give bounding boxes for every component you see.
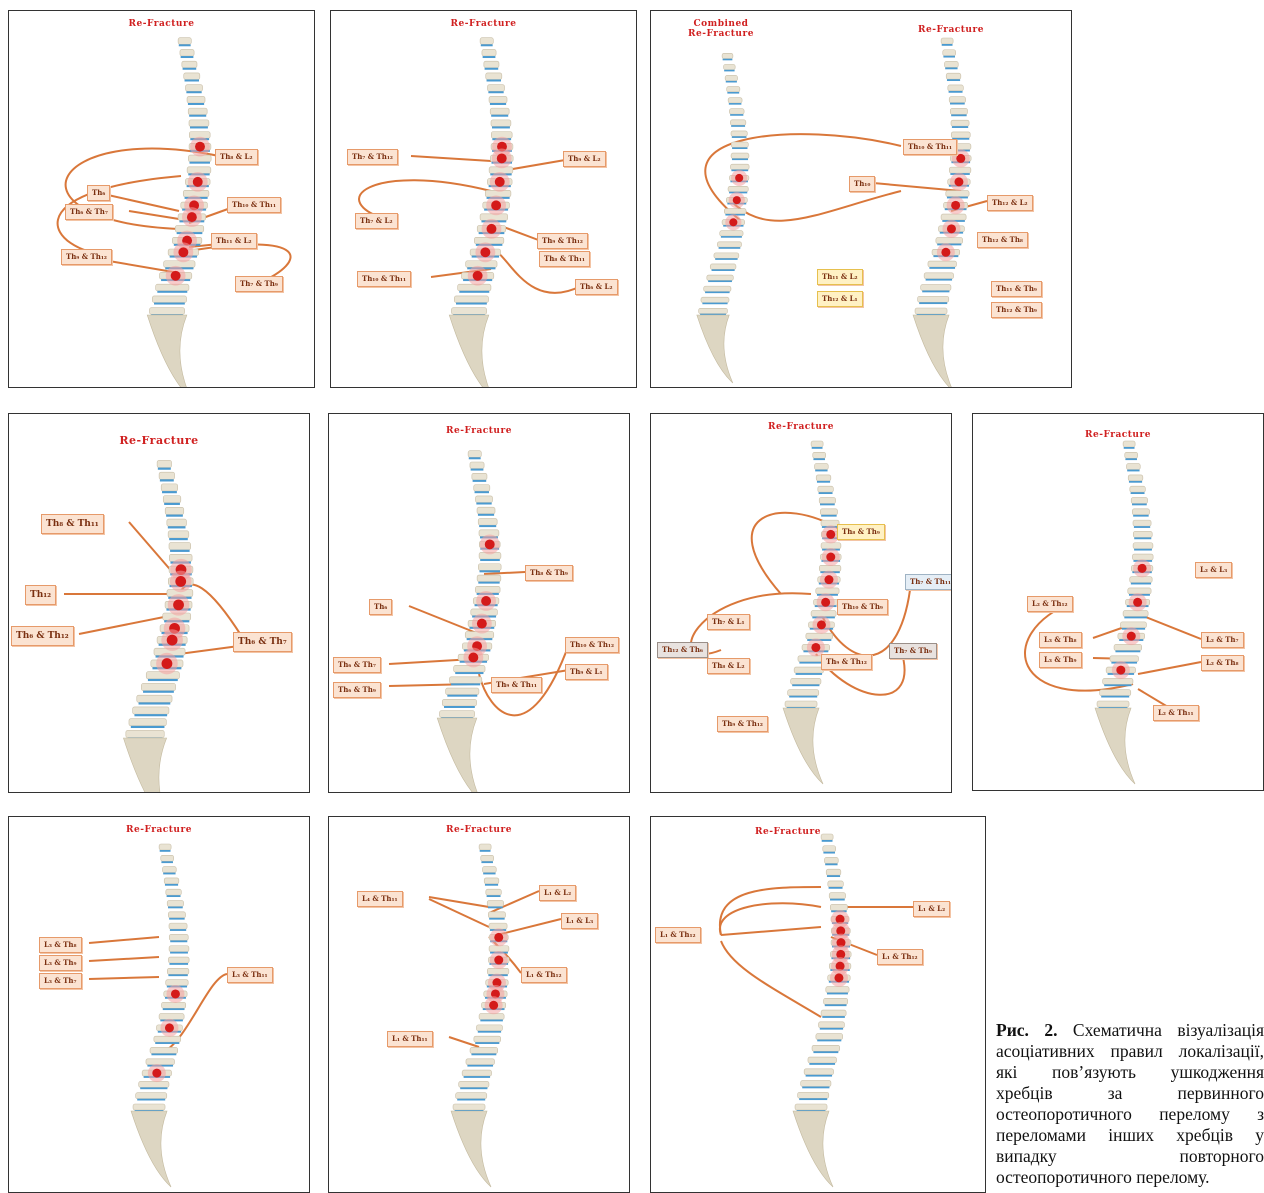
spine-illustration: [9, 817, 309, 1192]
fracture-rule-label: Th₉ & L₂: [563, 151, 606, 167]
fracture-rule-label: L₁ & L₂: [539, 885, 576, 901]
fracture-rule-label: Th₈ & L₂: [707, 658, 750, 674]
fracture-rule-label: L₁ & L₃: [561, 913, 598, 929]
fracture-rule-label: Th₇ & L₁: [707, 614, 750, 630]
fracture-rule-label: Th₈ & Th₁₁: [539, 251, 590, 267]
panel-title: Re-Fracture: [9, 825, 309, 835]
panel-title: Re-Fracture: [9, 434, 309, 447]
fracture-rule-label: Th₁₂ & L₁: [817, 291, 863, 307]
fracture-rule-label: L₃ & Th₇: [39, 973, 82, 989]
panel-title: Re-Fracture: [331, 19, 636, 29]
diagram-panel-3: Combined Re-Fracture Re-Fracture Th₁₀ & …: [650, 10, 1072, 388]
spine-illustration: [329, 817, 629, 1192]
fracture-rule-label: Th₁₁ & Th₉: [991, 281, 1042, 297]
panel-title: Re-Fracture: [650, 827, 985, 837]
fracture-rule-label: Th₈ & Th₉: [837, 524, 885, 540]
panel-title: Re-Fracture: [329, 426, 629, 436]
fracture-rule-label: L₂ & Th₁₂: [1027, 596, 1073, 612]
fracture-rule-label: Th₁₀ & Th₁₁: [903, 139, 957, 155]
fracture-rule-label: L₃ & Th₈: [1039, 632, 1082, 648]
fracture-rule-label: Th₉ & Th₁₂: [537, 233, 588, 249]
fracture-rule-label: Th₆: [369, 599, 392, 615]
fracture-rule-label: Th₇ & Th₉: [235, 276, 283, 292]
caption-text: Схематична візуалізація асоціативних пра…: [996, 1020, 1264, 1187]
diagram-panel-6: Re-Fracture Th₈ & Th₉ Th₇ & Th₁₁ Th₇ & L…: [650, 413, 952, 793]
fracture-rule-label: L₁ & L₂: [913, 901, 950, 917]
fracture-rule-label: Th₉ & L₁: [565, 664, 608, 680]
fracture-rule-label: Th₁₁ & L₂: [211, 233, 257, 249]
fracture-rule-label: Th₉ & Th₁₂: [717, 716, 768, 732]
fracture-rule-label: L₁ & Th₁₂: [521, 967, 567, 983]
panel-title: Re-Fracture: [9, 19, 314, 29]
fracture-rule-label: L₁ & Th₁₁: [387, 1031, 433, 1047]
fracture-rule-label: Th₈ & Th₁₁: [41, 514, 104, 534]
fracture-rule-label: Th₉ & Th₁₂: [61, 249, 112, 265]
fracture-rule-label: L₃ & Th₉: [1039, 652, 1082, 668]
diagram-panel-10: Re-Fracture L₁ & Th₁₂ L₁ & L₂ L₁ & Th₁₂: [650, 816, 986, 1193]
fracture-rule-label: L₁ & Th₁₂: [877, 949, 923, 965]
fracture-rule-label: Th₁₀ & Th₁₁: [357, 271, 411, 287]
fracture-rule-label: Th₁₀: [849, 176, 875, 192]
fracture-rule-label: Th₁₀ & Th₁₂: [565, 637, 619, 653]
panel-title: Re-Fracture: [651, 422, 951, 432]
fracture-rule-label: Th₆ & Th₉: [333, 682, 381, 698]
spine-illustration: [651, 414, 951, 792]
diagram-panel-8: Re-Fracture L₃ & Th₈ L₃ & Th₉ L₃ & Th₇ L…: [8, 816, 310, 1193]
fracture-rule-label: Th₈ & Th₉: [525, 565, 573, 581]
fracture-rule-label: Th₁₀ & Th₁₁: [227, 197, 281, 213]
fracture-rule-label: Th₁₂ & Th₆: [657, 642, 708, 658]
fracture-rule-label: Th₆ & Th₇: [333, 657, 381, 673]
panel-title: Re-Fracture: [973, 430, 1263, 440]
fracture-rule-label: L₃ & Th₈: [39, 937, 82, 953]
diagram-panel-7: Re-Fracture L₂ & L₃ L₂ & Th₁₂ L₃ & Th₈ L…: [972, 413, 1264, 791]
fracture-rule-label: L₂ & L₃: [1195, 562, 1232, 578]
fracture-rule-label: Th₁₂: [25, 585, 56, 605]
fracture-rule-label: Th₁₀ & Th₉: [837, 599, 888, 615]
fracture-rule-label: Th₉ & Th₁₂: [821, 654, 872, 670]
fracture-rule-label: Th₆: [87, 185, 110, 201]
fracture-rule-label: Th₇ & L₂: [355, 213, 398, 229]
diagram-panel-9: Re-Fracture L₄ & Th₁₁ L₁ & L₂ L₁ & L₃ L₁…: [328, 816, 630, 1193]
fracture-rule-label: Th₈ & L₂: [215, 149, 258, 165]
fracture-rule-label: L₂ & Th₈: [1201, 655, 1244, 671]
fracture-rule-label: Th₇ & Th₉: [889, 643, 937, 659]
fracture-rule-label: L₄ & Th₁₁: [357, 891, 403, 907]
spine-illustration: [331, 11, 636, 387]
fracture-rule-label: Th₆ & Th₇: [65, 204, 113, 220]
fracture-rule-label: Th₁₂ & L₂: [987, 195, 1033, 211]
fracture-rule-label: Th₉ & Th₁₁: [491, 677, 542, 693]
fracture-rule-label: Th₆ & L₂: [575, 279, 618, 295]
diagram-panel-5: Re-Fracture Th₈ & Th₉ Th₆ Th₆ & Th₇ Th₆ …: [328, 413, 630, 793]
fracture-rule-label: L₁ & Th₁₂: [655, 927, 701, 943]
fracture-rule-label: Th₁₂ & Th₈: [977, 232, 1028, 248]
diagram-panel-4: Re-Fracture Th₈ & Th₁₁ Th₁₂ Th₆ & Th₁₂ T…: [8, 413, 310, 793]
fracture-rule-label: Th₁₂ & Th₉: [991, 302, 1042, 318]
fracture-rule-label: L₂ & Th₇: [1201, 632, 1244, 648]
fracture-rule-label: Th₇ & Th₁₂: [347, 149, 398, 165]
diagram-panel-1: Re-Fracture Th₈ & L₂ Th₆ Th₆ & Th₇ Th₁₀ …: [8, 10, 315, 388]
fracture-rule-label: L₃ & Th₁₁: [227, 967, 273, 983]
fracture-rule-label: Th₇ & Th₁₁: [905, 574, 952, 590]
fracture-rule-label: L₂ & Th₁₁: [1153, 705, 1199, 721]
spine-illustration: [651, 817, 985, 1192]
caption-figure-number: Рис. 2.: [996, 1020, 1057, 1040]
fracture-rule-label: L₃ & Th₉: [39, 955, 82, 971]
spine-illustration: [973, 414, 1263, 790]
diagram-panel-2: Re-Fracture Th₇ & Th₁₂ Th₉ & L₂ Th₇ & L₂…: [330, 10, 637, 388]
fracture-rule-label: Th₆ & Th₇: [233, 632, 292, 652]
figure-caption: Рис. 2. Схематична візуалізація асоціати…: [996, 1020, 1264, 1188]
fracture-rule-label: Th₁₁ & L₂: [817, 269, 863, 285]
fracture-rule-label: Th₆ & Th₁₂: [11, 626, 74, 646]
panel-title: Re-Fracture: [831, 25, 1071, 35]
panel-title: Re-Fracture: [329, 825, 629, 835]
